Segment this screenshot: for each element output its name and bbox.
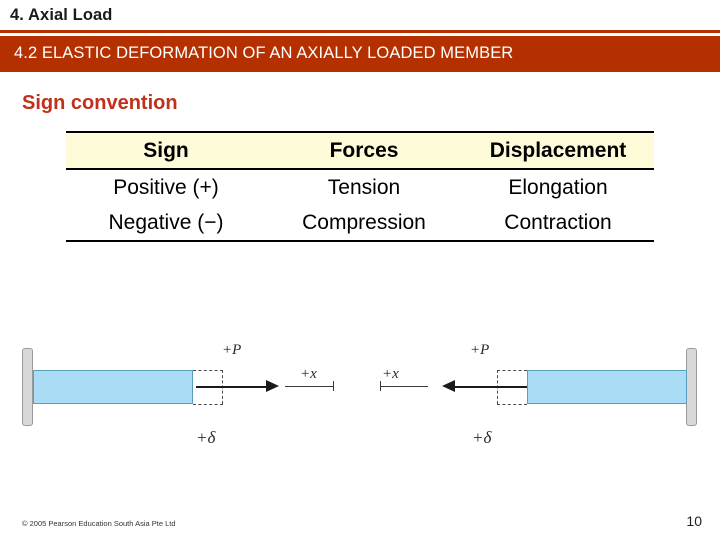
cell-disp-contraction: Contraction: [462, 205, 654, 242]
slide-title-bar: 4. Axial Load: [0, 0, 720, 33]
page-title: 4. Axial Load: [10, 6, 113, 24]
dashed-extension-top-left: [193, 370, 223, 371]
sign-convention-figure: +P +x +δ +P +x +δ: [0, 330, 720, 480]
cell-sign-positive: Positive (+): [66, 169, 266, 205]
dashed-extension-bottom-right: [497, 404, 527, 405]
label-force-right: +P: [470, 342, 490, 358]
table-row: Positive (+) Tension Elongation: [66, 169, 654, 205]
cell-force-tension: Tension: [266, 169, 462, 205]
label-axis-left: +x: [300, 366, 317, 382]
support-wall-left: [22, 348, 33, 426]
force-arrow-head-right: [442, 380, 455, 392]
bar-left: [33, 370, 193, 404]
force-arrow-line-left: [196, 386, 268, 388]
section-banner: 4.2 ELASTIC DEFORMATION OF AN AXIALLY LO…: [0, 36, 720, 72]
axis-line-right: [380, 386, 428, 387]
cell-disp-elongation: Elongation: [462, 169, 654, 205]
subheading-sign-convention: Sign convention: [22, 92, 178, 114]
cell-sign-negative: Negative (−): [66, 205, 266, 242]
figure-left-tension: +P +x +δ: [0, 330, 360, 480]
axis-line-left: [285, 386, 333, 387]
force-arrow-head-left: [266, 380, 279, 392]
label-delta-left: +δ: [196, 428, 216, 447]
bar-right: [527, 370, 687, 404]
sign-convention-table: Sign Forces Displacement Positive (+) Te…: [66, 131, 654, 242]
figure-right-tension: +P +x +δ: [360, 330, 720, 480]
copyright-note: © 2005 Pearson Education South Asia Pte …: [22, 519, 176, 528]
support-wall-right: [686, 348, 697, 426]
table-header-displacement: Displacement: [462, 131, 654, 170]
page-number: 10: [686, 513, 702, 529]
cell-force-compression: Compression: [266, 205, 462, 242]
dashed-extension-bottom-left: [193, 404, 223, 405]
dashed-extension-top-right: [497, 370, 527, 371]
label-force-left: +P: [222, 342, 242, 358]
table-row: Negative (−) Compression Contraction: [66, 205, 654, 242]
label-delta-right: +δ: [472, 428, 492, 447]
table-header-forces: Forces: [266, 131, 462, 170]
section-title: 4.2 ELASTIC DEFORMATION OF AN AXIALLY LO…: [14, 44, 514, 62]
table-header-row: Sign Forces Displacement: [66, 131, 654, 170]
axis-tick-right: [380, 381, 381, 391]
force-arrow-line-right: [455, 386, 527, 388]
table-header-sign: Sign: [66, 131, 266, 170]
label-axis-right: +x: [382, 366, 399, 382]
axis-tick-left: [333, 381, 334, 391]
